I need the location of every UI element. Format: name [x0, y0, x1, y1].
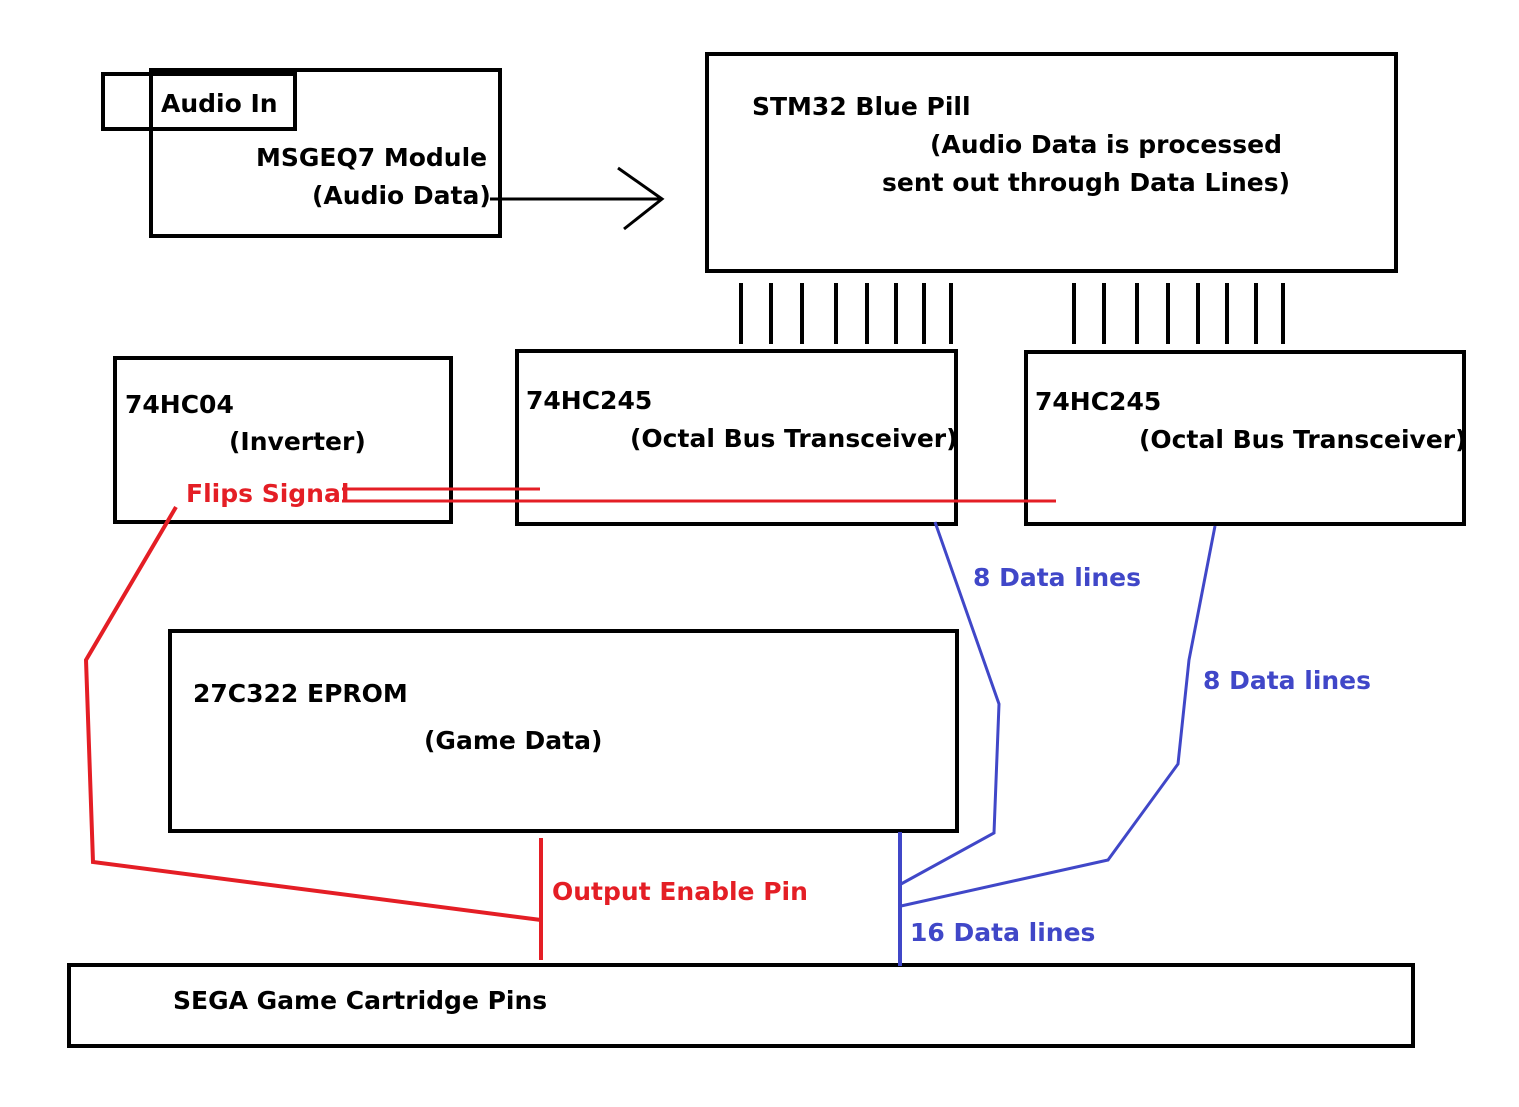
stm32-blue-pill: STM32 Blue Pill (Audio Data is processed…	[705, 52, 1398, 273]
stm32-desc-line2: sent out through Data Lines)	[882, 168, 1290, 197]
transceiver-left-subtitle: (Octal Bus Transceiver)	[630, 424, 958, 453]
cartridge-title: SEGA Game Cartridge Pins	[173, 986, 547, 1015]
stm32-box	[705, 52, 1398, 273]
msgeq7-subtitle: (Audio Data)	[312, 181, 491, 210]
inverter-signal-wires	[342, 487, 1056, 503]
inverter-subtitle: (Inverter)	[229, 427, 366, 456]
inverter-74hc04: 74HC04 (Inverter) Flips Signal	[113, 356, 453, 524]
audio-arrow	[490, 166, 665, 231]
audio-in-jack-box	[101, 72, 297, 131]
data-lines-left-label: 8 Data lines	[973, 563, 1141, 592]
stm32-bus-right	[1072, 283, 1285, 344]
transceiver-left-title: 74HC245	[526, 386, 652, 415]
msgeq7-module: Audio In MSGEQ7 Module (Audio Data)	[101, 68, 502, 238]
msgeq7-title: MSGEQ7 Module	[256, 143, 487, 172]
transceiver-left-box	[515, 349, 958, 526]
eprom-box	[168, 629, 959, 833]
msgeq7-box	[149, 68, 502, 238]
transceiver-left: 74HC245 (Octal Bus Transceiver)	[515, 349, 958, 526]
transceiver-right-title: 74HC245	[1035, 387, 1161, 416]
eprom-title: 27C322 EPROM	[193, 679, 408, 708]
sega-cartridge: SEGA Game Cartridge Pins	[67, 963, 1415, 1048]
output-enable-wiring	[83, 505, 543, 960]
inverter-box	[113, 356, 453, 524]
flips-signal-label: Flips Signal	[186, 479, 349, 508]
transceiver-right: 74HC245 (Octal Bus Transceiver)	[1024, 350, 1467, 526]
transceiver-right-subtitle: (Octal Bus Transceiver)	[1139, 425, 1467, 454]
transceiver-right-box	[1024, 350, 1466, 526]
audio-in-label: Audio In	[161, 89, 278, 118]
eprom-27c322: 27C322 EPROM (Game Data)	[168, 629, 959, 833]
cartridge-box	[67, 963, 1415, 1048]
data-line-wiring	[898, 521, 1217, 966]
output-enable-label: Output Enable Pin	[552, 877, 808, 906]
stm32-desc-line1: (Audio Data is processed	[930, 130, 1282, 159]
inverter-title: 74HC04	[125, 390, 234, 419]
eprom-subtitle: (Game Data)	[424, 726, 602, 755]
stm32-title: STM32 Blue Pill	[752, 92, 971, 121]
stm32-bus-left	[739, 283, 953, 344]
data-lines-right-label: 8 Data lines	[1203, 666, 1371, 695]
data-lines-total-label: 16 Data lines	[910, 918, 1095, 947]
